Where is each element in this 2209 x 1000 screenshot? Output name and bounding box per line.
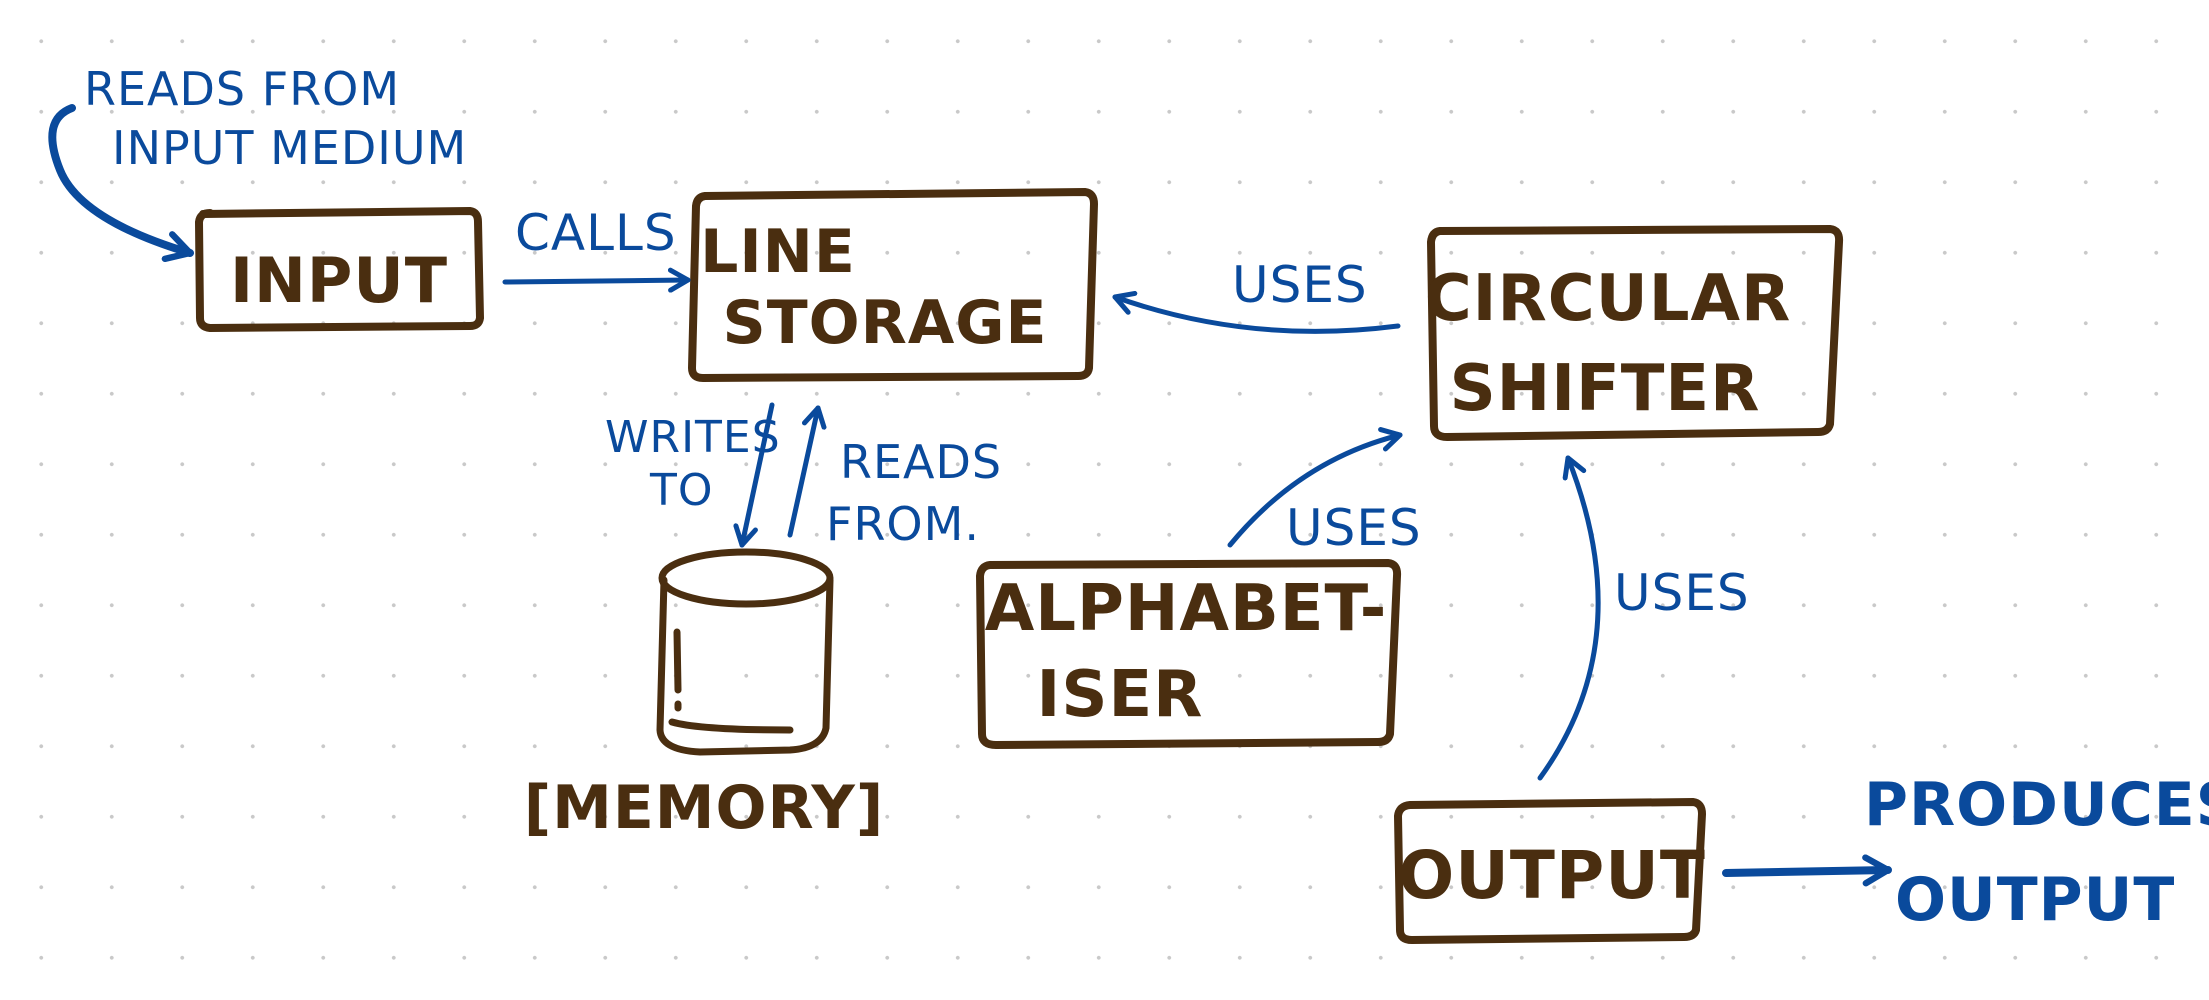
node-output-label: OUTPUT: [1398, 837, 1706, 914]
node-line-storage-line1: LINE: [700, 217, 856, 287]
edge-calls-label: CALLS: [515, 204, 677, 262]
node-line-storage: LINE STORAGE: [688, 188, 1098, 382]
edge-reads-from-line1: READS: [840, 435, 1002, 489]
node-output: OUTPUT: [1394, 798, 1706, 944]
edge-alphabetiser-uses-shifter-label: USES: [1286, 499, 1422, 557]
node-input: INPUT: [195, 207, 484, 332]
edge-writes-to-line1: WRITES: [605, 412, 781, 463]
edge-reads-from: READS FROM.: [787, 405, 1002, 551]
edge-shifter-uses-storage: USES: [1112, 256, 1401, 334]
node-circular-shifter-line2: SHIFTER: [1450, 352, 1761, 426]
node-alphabetiser: ALPHABET- ISER: [976, 559, 1402, 749]
edge-output-uses-shifter: USES: [1537, 455, 1750, 781]
edge-output-uses-shifter-label: USES: [1614, 564, 1750, 622]
edge-alphabetiser-uses-shifter: USES: [1227, 427, 1422, 557]
node-line-storage-line2: STORAGE: [722, 288, 1047, 358]
edge-produces-output-line2: OUTPUT: [1895, 865, 2175, 935]
node-memory: [MEMORY]: [524, 548, 885, 843]
edge-shifter-uses-storage-label: USES: [1232, 256, 1368, 314]
edge-reads-from-input-line1: READS FROM: [84, 62, 400, 116]
edge-writes-to-line2: TO: [649, 465, 714, 516]
edge-reads-from-input-line2: INPUT MEDIUM: [112, 121, 467, 175]
node-alphabetiser-line2: ISER: [1037, 658, 1204, 732]
edge-calls: CALLS: [502, 204, 691, 293]
edge-writes-to: WRITES TO: [605, 402, 781, 548]
node-circular-shifter: CIRCULAR SHIFTER: [1425, 225, 1844, 441]
node-alphabetiser-line1: ALPHABET-: [985, 572, 1388, 646]
edge-reads-from-input: READS FROM INPUT MEDIUM: [48, 62, 467, 263]
node-memory-label: [MEMORY]: [524, 773, 885, 843]
edge-produces-output-line1: PRODUCES: [1864, 770, 2209, 840]
edge-produces-output: PRODUCES OUTPUT: [1722, 770, 2209, 935]
node-circular-shifter-line1: CIRCULAR: [1425, 262, 1792, 336]
edge-reads-from-line2: FROM.: [826, 497, 980, 551]
node-input-label: INPUT: [230, 244, 448, 317]
